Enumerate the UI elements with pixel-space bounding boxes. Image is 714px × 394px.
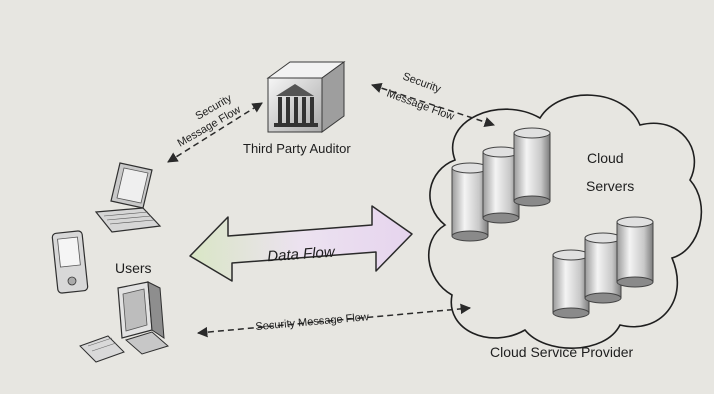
users-auditor-security-flow bbox=[167, 102, 263, 163]
database-cylinder-icon bbox=[552, 249, 590, 319]
desktop-computer-icon bbox=[79, 281, 170, 363]
database-cylinder-icon bbox=[513, 127, 551, 207]
data-flow-arrow bbox=[189, 205, 413, 282]
cloud-service-provider-label: Cloud Service Provider bbox=[490, 344, 634, 360]
third-party-auditor-label: Third Party Auditor bbox=[243, 141, 351, 156]
cloud-servers-label-line1: Cloud bbox=[587, 150, 624, 166]
pda-icon bbox=[51, 230, 89, 294]
users-cloud-flow-label: Security Message Flow bbox=[255, 311, 369, 333]
database-cylinder-icon bbox=[451, 162, 489, 242]
auditor-cloud-flow-label-line2: Message Flow bbox=[385, 88, 456, 124]
database-cylinder-icon bbox=[616, 216, 654, 288]
auditor-cloud-flow-label-line1: Security bbox=[401, 71, 443, 96]
data-flow-label: Data Flow bbox=[267, 244, 337, 266]
cloud-icon bbox=[427, 94, 703, 349]
database-cylinder-icon bbox=[584, 232, 622, 304]
building-icon bbox=[266, 61, 346, 133]
database-cylinder-icon bbox=[482, 146, 520, 224]
auditor-cloud-security-flow bbox=[371, 82, 495, 128]
cloud-servers-group-2 bbox=[552, 216, 654, 319]
users-label: Users bbox=[115, 260, 152, 276]
cloud-servers-group bbox=[451, 127, 551, 242]
laptop-icon bbox=[94, 162, 162, 233]
users-cloud-security-flow bbox=[196, 303, 472, 338]
cloud-servers-label-line2: Servers bbox=[586, 178, 634, 194]
